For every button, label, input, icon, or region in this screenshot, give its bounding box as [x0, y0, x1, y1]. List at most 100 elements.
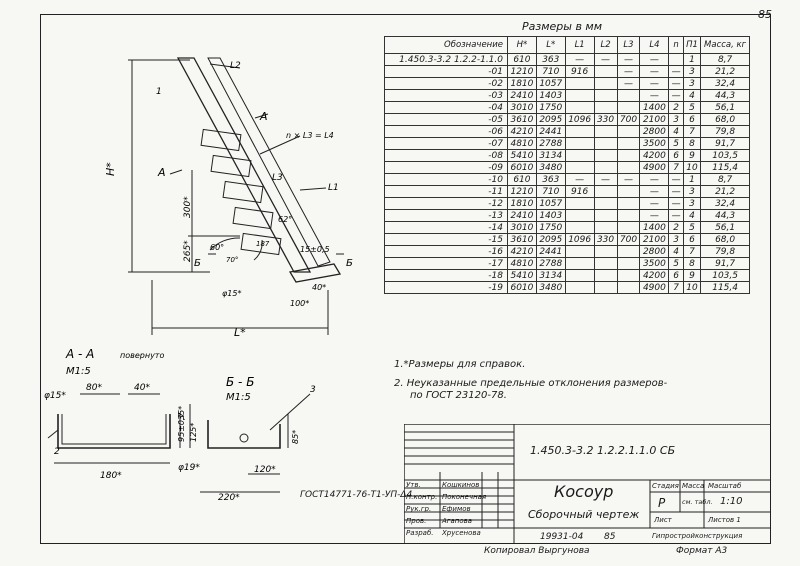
- archive-number: 19931-04: [540, 532, 584, 542]
- table-cell: —: [616, 173, 641, 186]
- section-a-40: 40*: [134, 383, 150, 393]
- section-a-phi15: φ15*: [44, 391, 66, 401]
- table-cell: [616, 245, 641, 258]
- table-cell: -19: [384, 281, 508, 294]
- section-a-125: 125*: [189, 423, 198, 442]
- label-l: L*: [234, 326, 246, 339]
- table-cell: 2800: [639, 245, 670, 258]
- dim-100: 100*: [290, 299, 309, 308]
- mark-b-right: Б: [346, 258, 353, 269]
- table-cell: 103,5: [700, 269, 750, 282]
- mark-1: 1: [156, 87, 162, 97]
- table-cell: 2095: [535, 233, 566, 246]
- table-cell: 6: [668, 149, 684, 162]
- table-cell: -06: [384, 125, 508, 138]
- label-l3: L3: [272, 173, 283, 183]
- table-cell: 4810: [507, 137, 537, 150]
- table-title: Размеры в мм: [522, 20, 603, 33]
- dim-60: 60°: [210, 243, 224, 252]
- table-cell: [616, 197, 641, 210]
- section-a-title: А - А: [65, 348, 94, 361]
- table-cell: —: [639, 209, 670, 222]
- table-cell: 10: [682, 281, 702, 294]
- table-cell: [593, 269, 618, 282]
- table-cell: 3: [682, 197, 702, 210]
- table-cell: 3480: [535, 281, 566, 294]
- table-cell: 44,3: [700, 209, 750, 222]
- table-cell: [593, 197, 618, 210]
- table-header-cell: L2: [593, 36, 618, 54]
- table-cell: 4810: [507, 257, 537, 270]
- table-cell: [616, 101, 641, 114]
- table-cell: —: [639, 53, 670, 66]
- table-cell: 7: [682, 125, 702, 138]
- table-cell: -05: [384, 113, 508, 126]
- table-cell: [593, 125, 618, 138]
- table-cell: 115,4: [700, 161, 750, 174]
- signature-role: Разраб.: [406, 529, 434, 537]
- signature-role: Утв.: [406, 481, 421, 489]
- table-cell: [616, 209, 641, 222]
- table-cell: 4: [668, 245, 684, 258]
- table-cell: 8: [682, 137, 702, 150]
- table-cell: 916: [564, 185, 595, 198]
- table-cell: [593, 65, 618, 78]
- table-cell: [593, 281, 618, 294]
- table-cell: 2800: [639, 125, 670, 138]
- mass-value: см. табл.: [682, 498, 713, 506]
- table-cell: -16: [384, 245, 508, 258]
- table-cell: [564, 137, 595, 150]
- table-cell: -03: [384, 89, 508, 102]
- table-cell: 700: [616, 113, 641, 126]
- signature-name: Агапова: [442, 517, 473, 525]
- table-cell: 10: [682, 161, 702, 174]
- page-number: 85: [758, 8, 772, 21]
- section-a-subtitle: повернуто: [120, 351, 164, 360]
- organization: Гипростройконструкция: [652, 532, 743, 540]
- mark-b-left: Б: [194, 258, 201, 269]
- table-cell: 2100: [639, 113, 670, 126]
- table-cell: —: [668, 173, 684, 186]
- signature-name: Кошкинов: [442, 481, 480, 489]
- table-cell: 2788: [535, 137, 566, 150]
- section-b-scale: М1:5: [226, 392, 251, 403]
- table-cell: 91,7: [700, 257, 750, 270]
- table-cell: 363: [535, 173, 566, 186]
- table-cell: [616, 161, 641, 174]
- signature-role: Н.контр.: [406, 493, 438, 501]
- table-cell: 916: [564, 65, 595, 78]
- table-cell: 7: [668, 161, 684, 174]
- table-cell: [564, 281, 595, 294]
- sheet-format: Формат А3: [676, 546, 728, 556]
- table-cell: 56,1: [700, 221, 750, 234]
- table-cell: 79,8: [700, 245, 750, 258]
- table-header-cell: L3: [616, 36, 641, 54]
- table-cell: [564, 257, 595, 270]
- table-cell: [564, 161, 595, 174]
- section-b-220: 220*: [218, 493, 240, 503]
- note-1: 1.*Размеры для справок.: [394, 359, 526, 370]
- table-cell: 5: [682, 101, 702, 114]
- table-cell: 56,1: [700, 101, 750, 114]
- table-cell: 4210: [507, 245, 537, 258]
- table-cell: 2: [668, 221, 684, 234]
- table-cell: —: [639, 173, 670, 186]
- table-cell: —: [639, 185, 670, 198]
- scale-value: 1:10: [720, 496, 743, 507]
- table-cell: 68,0: [700, 233, 750, 246]
- dim-187: 187: [256, 240, 270, 248]
- table-cell: [564, 221, 595, 234]
- table-cell: [668, 53, 684, 66]
- table-cell: -13: [384, 209, 508, 222]
- title-block-doc-type: Сборочный чертеж: [528, 508, 640, 521]
- table-cell: 2410: [507, 89, 537, 102]
- table-cell: 32,4: [700, 77, 750, 90]
- table-cell: —: [668, 89, 684, 102]
